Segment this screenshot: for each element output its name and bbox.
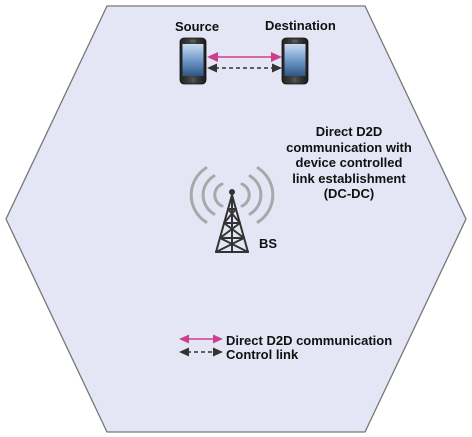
base-station-label: BS — [259, 236, 278, 251]
legend-direct-label: Direct D2D communication — [226, 333, 393, 348]
cell-tower-icon — [189, 166, 275, 253]
caption-line: (DC-DC) — [323, 186, 375, 201]
legend-control-label: Control link — [226, 347, 299, 362]
legend-direct-arrow — [179, 334, 223, 344]
legend-control-arrow — [179, 347, 223, 357]
destination-phone-icon — [281, 37, 309, 85]
caption-line: link establishment — [292, 170, 406, 186]
source-phone-icon — [179, 37, 207, 85]
caption-line: communication with — [286, 139, 412, 155]
direct-d2d-link-arrow — [207, 52, 282, 62]
scheme-caption: Direct D2D communication with device con… — [276, 124, 422, 202]
caption-line: device controlled — [295, 155, 403, 170]
destination-label: Destination — [265, 18, 336, 33]
control-link-arrow — [207, 63, 282, 73]
source-label: Source — [175, 19, 220, 34]
caption-line: Direct D2D — [315, 124, 383, 139]
